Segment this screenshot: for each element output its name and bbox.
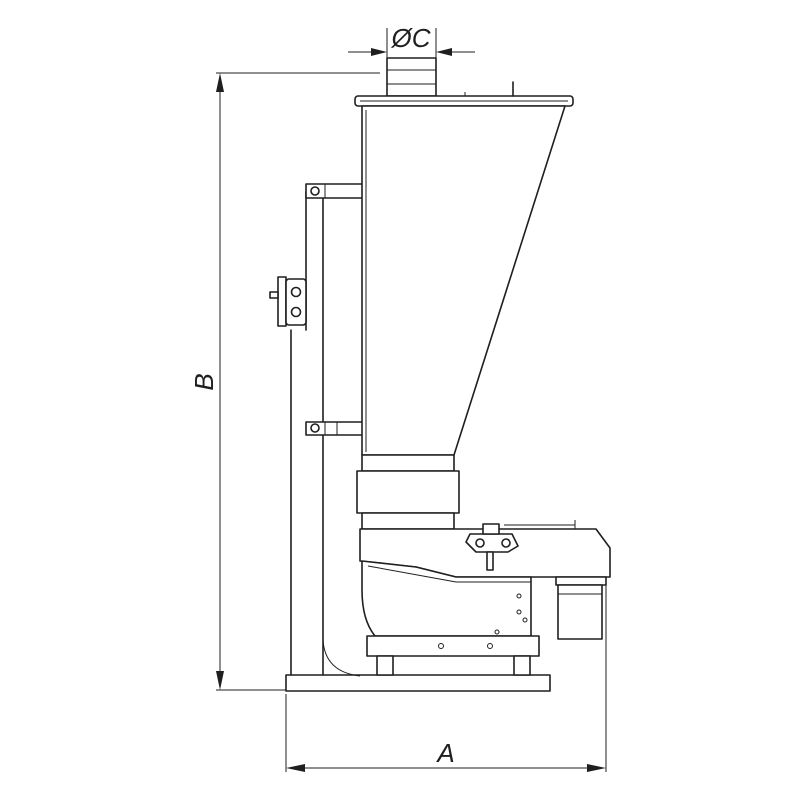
dimension-a: A xyxy=(285,580,607,772)
wall-bracket-screw xyxy=(269,291,279,299)
hopper xyxy=(354,81,574,456)
hopper-neck xyxy=(356,454,460,530)
upper-arm-bolt xyxy=(310,186,320,196)
feeder-base-plate xyxy=(366,635,540,657)
dimension-c: ØC xyxy=(348,23,475,58)
inlet-pipe xyxy=(386,57,437,97)
feeder-lower-housing xyxy=(361,560,532,637)
arrow-c-left xyxy=(371,48,387,56)
wall-bracket-flange xyxy=(277,276,287,327)
column-foot-curve xyxy=(322,639,361,677)
dimension-c-label: ØC xyxy=(391,23,431,53)
arrow-right xyxy=(587,764,606,772)
outlet-flange xyxy=(555,576,607,586)
arrow-c-right xyxy=(436,48,452,56)
neck-lower-ring xyxy=(361,512,455,530)
clamp-top-block xyxy=(482,523,500,535)
wall-bracket-hole-top xyxy=(290,286,302,298)
base-plate xyxy=(285,674,551,692)
arrow-up xyxy=(216,73,224,92)
dimension-b: B xyxy=(189,72,380,691)
neck-sleeve xyxy=(356,470,460,514)
wall-bracket-hole-bottom xyxy=(290,306,302,318)
neck-upper-ring xyxy=(361,454,455,472)
clamp-lever xyxy=(486,551,494,571)
feeder-foot-right xyxy=(513,655,531,676)
feeder-base xyxy=(366,635,540,676)
feeder-foot-left xyxy=(376,655,394,676)
wall-bracket-plate xyxy=(285,278,307,326)
dimension-b-label: B xyxy=(189,373,219,390)
lower-arm-bolt xyxy=(310,423,320,433)
hopper-cone xyxy=(361,105,566,456)
arrow-down xyxy=(216,671,224,690)
outlet-spout xyxy=(557,584,603,640)
dimension-a-label: A xyxy=(435,738,454,768)
inlet-pipe-body xyxy=(386,57,437,97)
base-plate-outline xyxy=(285,674,551,692)
arrow-left xyxy=(286,764,305,772)
feeder-body xyxy=(359,520,611,640)
